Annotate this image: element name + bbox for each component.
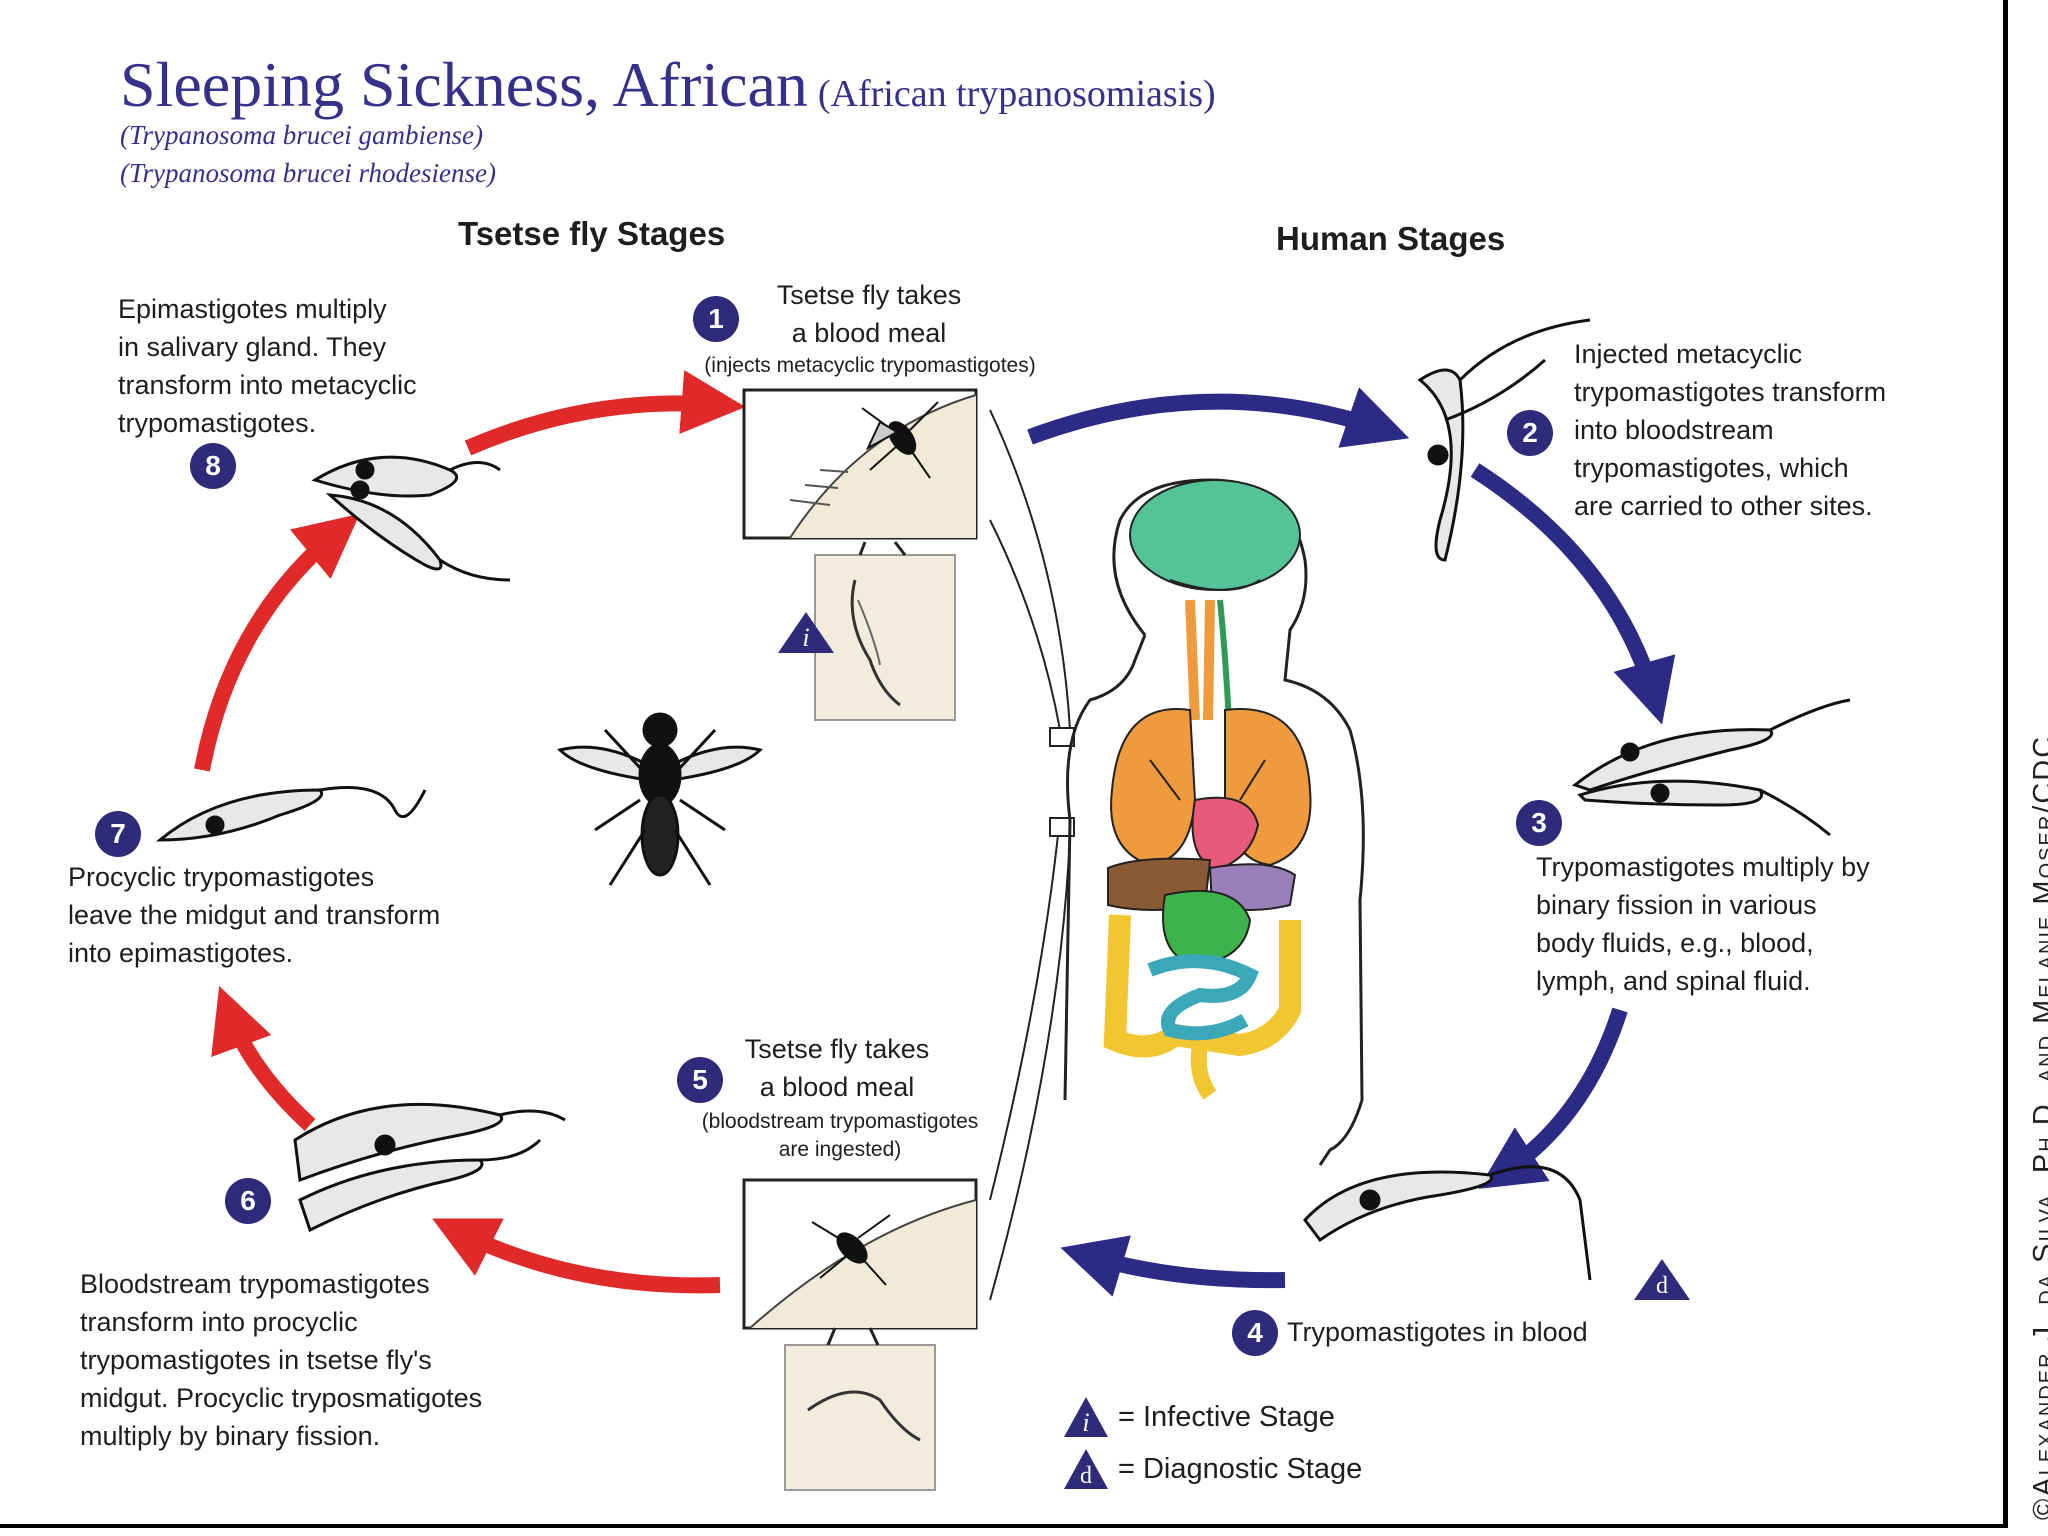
panel-bite-1 (742, 388, 978, 540)
step-2-line: trypomastigotes, which (1574, 453, 1849, 483)
step-1-badge: 1 (693, 296, 739, 342)
step-3-badge: 3 (1516, 800, 1562, 846)
infective-stage-icon: i (778, 612, 834, 653)
diagnostic-stage-icon: d (1634, 1259, 1690, 1300)
legend-diagnostic-label: = Diagnostic Stage (1118, 1452, 1363, 1485)
step-8-line: in salivary gland. They (118, 332, 387, 362)
step-6-line: midgut. Procyclic tryposmatigotes (80, 1383, 483, 1413)
arrow-7-to-8 (194, 513, 360, 772)
svg-text:i: i (1082, 1408, 1089, 1437)
figure-frame (0, 0, 2008, 1528)
section-human-stages: Human Stages (1276, 220, 1506, 257)
legend-infective-icon: i (1064, 1397, 1108, 1437)
step-1-line: Tsetse fly takes (776, 280, 962, 310)
legend-diagnostic: d = Diagnostic Stage (1062, 1447, 1362, 1491)
step-2-line: into bloodstream (1574, 415, 1774, 445)
step-8-line: Epimastigotes multiply (118, 294, 387, 324)
arrow-1-to-2 (1027, 387, 1410, 448)
trypanosome-icon-7 (155, 786, 427, 842)
arrow-3-to-4 (1478, 1007, 1628, 1189)
step-3-line: lymph, and spinal fluid. (1536, 966, 1811, 996)
title-alt: (African trypanosomiasis) (817, 73, 1216, 115)
step-6-text: Bloodstream trypomastigotes transform in… (80, 1265, 482, 1455)
step-4-badge: 4 (1232, 1310, 1278, 1356)
arrow-2-to-3 (1470, 463, 1676, 725)
tsetse-fly-icon-small-5 (811, 1214, 891, 1286)
svg-text:d: d (1080, 1463, 1092, 1489)
svg-text:i: i (802, 623, 809, 652)
svg-text:d: d (1656, 1273, 1668, 1299)
step-6-line: multiply by binary fission. (80, 1421, 381, 1451)
step-4-text: Trypomastigotes in blood (1287, 1317, 1588, 1347)
tsetse-fly-icon-small (861, 401, 939, 479)
trypanosome-icon-6 (293, 1102, 566, 1233)
species-gambiense: (Trypanosoma brucei gambiense) (120, 120, 483, 150)
step-7-badge: 7 (95, 811, 141, 857)
step-3-text: Trypomastigotes multiply by binary fissi… (1536, 848, 1870, 1000)
trypanosome-icon-2 (1417, 318, 1591, 562)
step-8-badge: 8 (190, 443, 236, 489)
step-7-text: Procyclic trypomastigotes leave the midg… (68, 858, 440, 972)
step-6-line: Bloodstream trypomastigotes (80, 1269, 430, 1299)
step-8-text: Epimastigotes multiply in salivary gland… (118, 290, 417, 442)
legend-diagnostic-icon: d (1064, 1449, 1108, 1489)
step-5-note-line: (bloodstream trypomastigotes (701, 1110, 979, 1133)
inset-1 (814, 554, 956, 721)
step-5-note-line: are ingested) (778, 1138, 902, 1161)
arrow-8-to-1 (464, 370, 746, 456)
step-3-line: body fluids, e.g., blood, (1536, 928, 1814, 958)
legend-infective-label: = Infective Stage (1118, 1400, 1335, 1433)
image-credit: ©Alexander J. da Silva, Ph.D. and Melani… (2028, 734, 2048, 1520)
step-7-line: leave the midgut and transform (68, 900, 441, 930)
step-5-badge: 5 (677, 1057, 723, 1103)
section-tsetse-stages: Tsetse fly Stages (458, 215, 726, 252)
step-1-note: (injects metacyclic trypomastigotes) (704, 354, 1036, 377)
trypanosome-icon-4 (1303, 1165, 1592, 1281)
title-main: Sleeping Sickness, African (120, 49, 808, 120)
step-6-badge: 6 (225, 1178, 271, 1224)
panel-bite-5 (742, 1178, 978, 1330)
step-8-line: trypomastigotes. (118, 408, 317, 438)
diagram-title: Sleeping Sickness, African(African trypa… (120, 48, 1216, 122)
step-8-line: transform into metacyclic (118, 370, 417, 400)
trypanosome-icon-3 (1571, 698, 1851, 837)
step-3-line: Trypomastigotes multiply by (1536, 852, 1870, 882)
species-rhodesiense: (Trypanosoma brucei rhodesiense) (120, 158, 496, 188)
step-3-line: binary fission in various (1536, 890, 1817, 920)
step-6-line: trypomastigotes in tsetse fly's (80, 1345, 432, 1375)
inset-5 (784, 1344, 936, 1491)
step-1-line: a blood meal (791, 318, 947, 348)
tsetse-fly-icon (557, 712, 763, 886)
step-2-line: are carried to other sites. (1574, 491, 1873, 521)
step-7-line: into epimastigotes. (68, 938, 294, 968)
step-2-text: Injected metacyclic trypomastigotes tran… (1574, 335, 1886, 525)
arrow-6-to-7 (211, 985, 316, 1131)
step-2-line: Injected metacyclic (1574, 339, 1803, 369)
trypanosome-icon-8 (311, 455, 511, 582)
step-1-text: Tsetse fly takes a blood meal (746, 276, 992, 352)
step-6-line: transform into procyclic (80, 1307, 358, 1337)
legend-infective: i = Infective Stage (1062, 1395, 1335, 1439)
step-5-line: a blood meal (759, 1072, 915, 1102)
step-5-note: (bloodstream trypomastigotes are ingeste… (650, 1108, 1030, 1164)
step-2-line: trypomastigotes transform (1574, 377, 1887, 407)
arrow-4-to-5 (1060, 1235, 1286, 1297)
step-2-badge: 2 (1507, 410, 1553, 456)
human-body-icon (1063, 478, 1365, 1166)
arrow-5-to-6 (432, 1218, 721, 1294)
step-5-line: Tsetse fly takes (744, 1034, 930, 1064)
step-7-line: Procyclic trypomastigotes (68, 862, 375, 892)
step-5-text: Tsetse fly takes a blood meal (712, 1030, 962, 1106)
